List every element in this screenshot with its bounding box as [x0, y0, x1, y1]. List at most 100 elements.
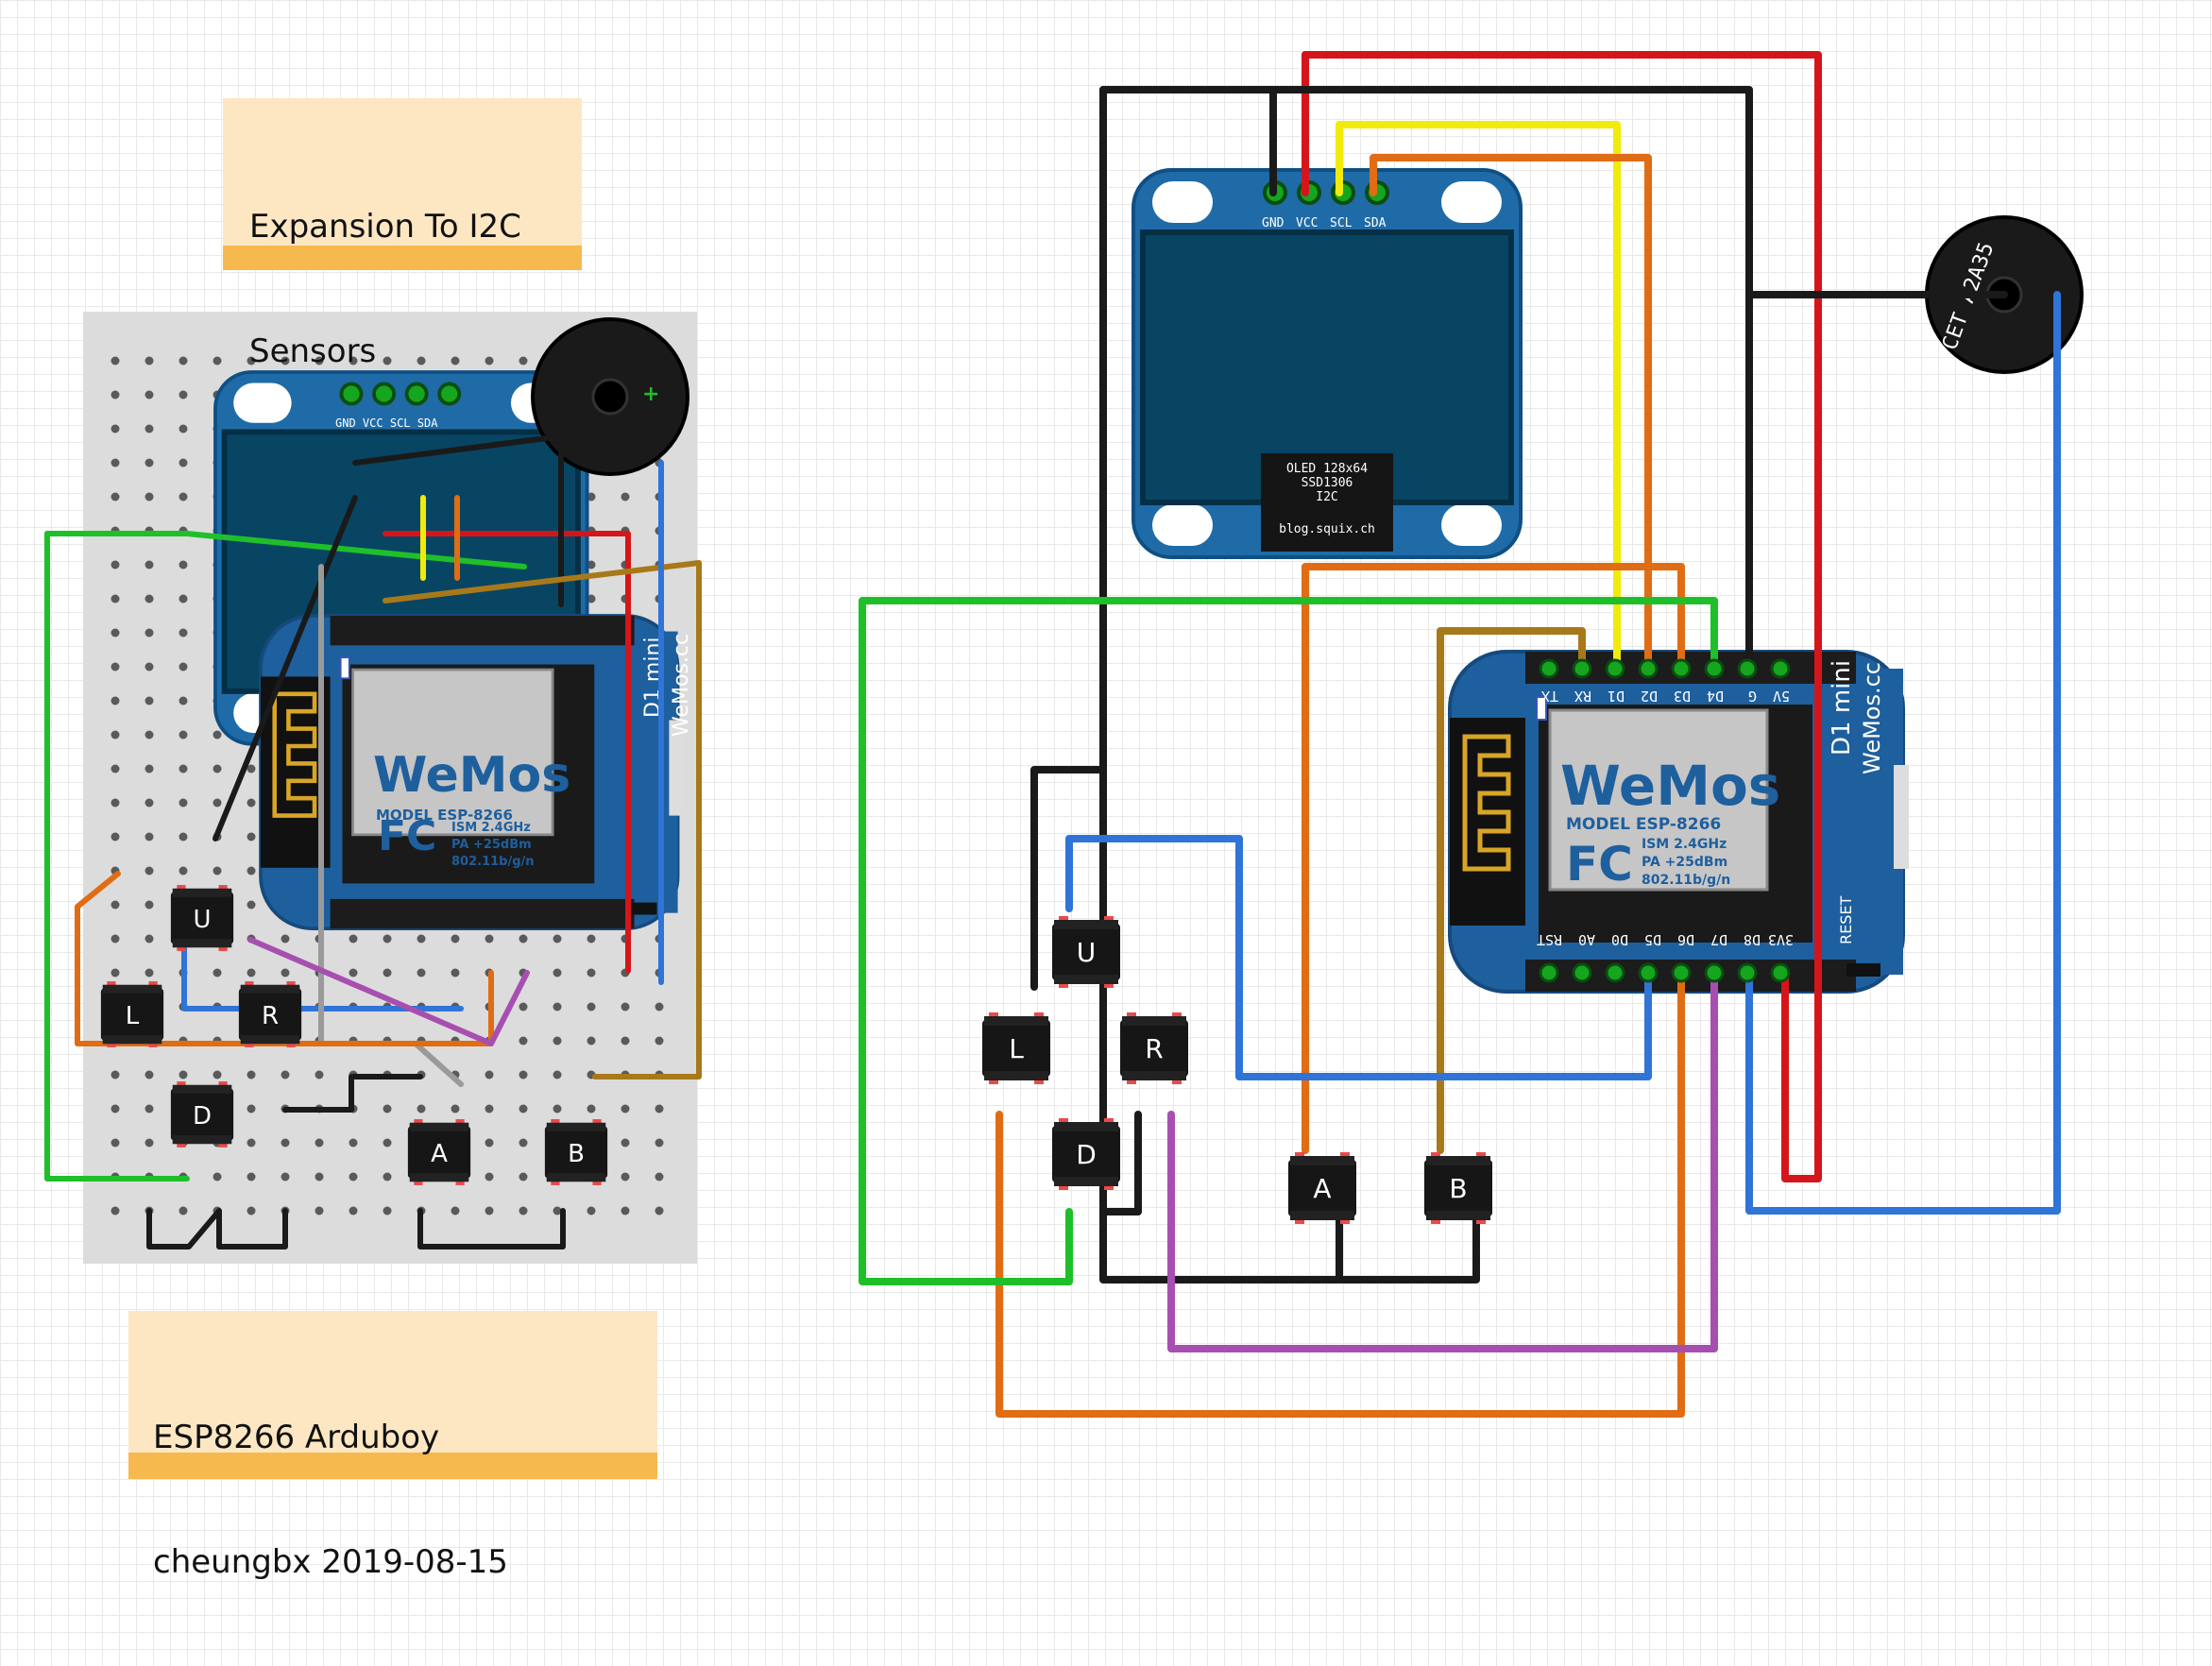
breadboard-hole	[553, 968, 562, 978]
breadboard-hole	[349, 968, 358, 978]
breadboard-hole	[111, 390, 120, 400]
wire-green-bb-2	[44, 531, 190, 1182]
note-credit-line-2: cheungbx 2019-08-15	[153, 1543, 508, 1581]
breadboard-hole	[247, 764, 256, 774]
breadboard-hole	[553, 1036, 562, 1046]
wire-black-gnd	[1030, 86, 1277, 991]
breadboard-hole	[383, 934, 392, 944]
d1-pin-dot	[1704, 658, 1725, 679]
breadboard-hole	[213, 764, 222, 774]
d1-pin-dot	[1572, 658, 1592, 679]
breadboard-hole	[621, 1172, 630, 1182]
breadboard-hole	[315, 1172, 324, 1182]
breadboard-hole	[247, 798, 256, 808]
breadboard-hole	[451, 356, 460, 366]
d1-pin-dot	[1605, 962, 1625, 983]
breadboard-hole	[655, 1206, 664, 1216]
d1-top-pin-label: G	[1748, 688, 1757, 705]
breadboard-hole	[111, 356, 120, 366]
breadboard-hole	[111, 900, 120, 910]
oled-pin-labels: GND VCC SCL SDA	[1262, 216, 1387, 230]
breadboard-hole	[179, 730, 188, 740]
d1-top-pin-label: RX	[1574, 688, 1591, 705]
breadboard-hole	[213, 1070, 222, 1080]
breadboard-hole	[145, 900, 154, 910]
button-r-label: R	[1145, 1033, 1163, 1064]
wemos-brand-small: WeMos	[373, 747, 570, 804]
breadboard-hole	[111, 458, 120, 468]
wire-brown-bb	[383, 560, 702, 1080]
wire-black-bb	[352, 434, 564, 607]
wire-yellow-scl	[1336, 121, 1621, 672]
breadboard-hole	[587, 1002, 596, 1012]
oled-chip-line-3: I2C	[1316, 490, 1337, 504]
oled-chip-line-1: OLED 128x64	[1286, 462, 1368, 476]
breadboard-hole	[213, 356, 222, 366]
breadboard-hole	[553, 1070, 562, 1080]
breadboard-hole	[111, 628, 120, 638]
d1-bottom-pin-label: D7	[1710, 931, 1727, 948]
breadboard-hole	[553, 934, 562, 944]
breadboard-hole	[213, 730, 222, 740]
breadboard-hole	[349, 356, 358, 366]
breadboard-hole	[179, 1206, 188, 1216]
breadboard-hole	[553, 1002, 562, 1012]
breadboard-hole	[145, 968, 154, 978]
d1-pin-dot	[1638, 658, 1659, 679]
breadboard-hole	[621, 1138, 630, 1148]
breadboard-hole	[315, 1138, 324, 1148]
buzzer-small	[531, 317, 689, 476]
breadboard-hole	[111, 1206, 120, 1216]
breadboard-hole	[519, 1138, 528, 1148]
wemos-brand: WeMos	[1560, 754, 1780, 818]
breadboard-hole	[587, 594, 596, 604]
breadboard-hole	[179, 492, 188, 502]
d1-pin-dot	[1605, 658, 1625, 679]
breadboard-hole	[145, 832, 154, 842]
schematic-view: GND VCC SCL SDA OLED 128x64 SSD1306 I2C …	[859, 51, 2084, 1418]
breadboard-hole	[179, 424, 188, 434]
breadboard-view: GND VCC SCL SDA WeMos MODEL ESP-8266 FC …	[44, 312, 702, 1264]
breadboard-hole	[485, 1172, 494, 1182]
breadboard-hole	[145, 628, 154, 638]
breadboard-hole	[179, 764, 188, 774]
breadboard-hole	[145, 730, 154, 740]
button-a-label: A	[1313, 1173, 1331, 1204]
breadboard-hole	[383, 1138, 392, 1148]
buzzer-plus-icon: +	[642, 382, 659, 406]
oled-pin-labels-small: GND VCC SCL SDA	[335, 416, 438, 430]
d1-pin-dot	[1539, 962, 1559, 983]
breadboard-hole	[179, 356, 188, 366]
d1-top-pin-label: D1	[1608, 688, 1625, 705]
breadboard-hole	[111, 492, 120, 502]
breadboard-hole	[655, 1036, 664, 1046]
breadboard-hole	[383, 1104, 392, 1114]
breadboard-hole	[451, 1104, 460, 1114]
note-expansion-text: Expansion To I2C Sensors	[249, 123, 521, 455]
breadboard-hole	[247, 1104, 256, 1114]
breadboard-hole	[451, 968, 460, 978]
button-b-label-small: B	[568, 1140, 585, 1168]
d1-site-small: WeMos.cc	[670, 634, 693, 737]
breadboard-hole	[417, 934, 426, 944]
wire-purple-bb	[247, 937, 530, 1046]
breadboard-hole	[655, 1104, 664, 1114]
breadboard-hole	[179, 390, 188, 400]
wire-orange-sda	[1370, 154, 1652, 672]
d1-bottom-pin-label: RST	[1537, 931, 1562, 948]
breadboard-hole	[145, 1138, 154, 1148]
d1-pin-dot	[1704, 962, 1725, 983]
breadboard-hole	[485, 1104, 494, 1114]
breadboard-hole	[587, 560, 596, 570]
wire-black-gnd-2	[1099, 86, 1753, 672]
breadboard-hole	[485, 1206, 494, 1216]
breadboard-hole	[111, 560, 120, 570]
breadboard-hole	[111, 934, 120, 944]
breadboard-hole	[451, 934, 460, 944]
d1-top-pin-label: TX	[1541, 688, 1558, 705]
breadboard-hole	[179, 594, 188, 604]
breadboard-hole	[655, 1138, 664, 1148]
breadboard-hole	[315, 1070, 324, 1080]
d1-pin-dot	[1770, 658, 1791, 679]
breadboard-hole	[111, 798, 120, 808]
